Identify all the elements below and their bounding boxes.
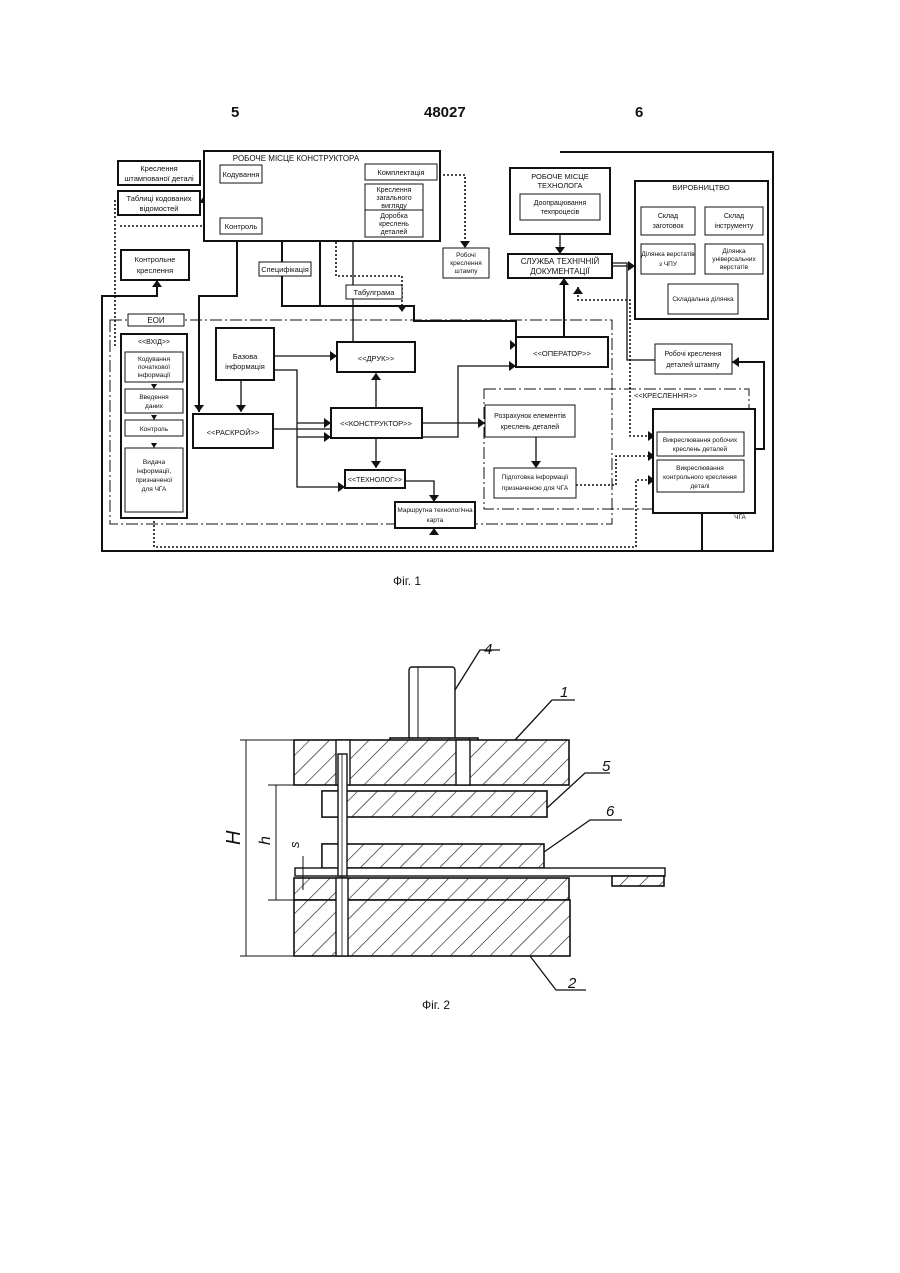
figure-2-caption: Фіг. 2 (422, 998, 450, 1012)
dimension-H: H (223, 830, 245, 845)
callout-2: 2 (567, 975, 577, 992)
callout-1: 1 (560, 684, 568, 701)
stripper-plate (322, 844, 544, 868)
figure-2-stamp-section: H h s 4 1 5 6 2 (0, 0, 900, 1020)
lower-die (294, 878, 570, 956)
upper-plate (294, 740, 569, 785)
callout-4: 4 (484, 641, 492, 658)
dimension-h: h (257, 836, 274, 845)
punch-plate (322, 791, 547, 817)
dimension-s: s (287, 841, 302, 848)
callout-5: 5 (602, 758, 611, 775)
callout-6: 6 (606, 803, 615, 820)
